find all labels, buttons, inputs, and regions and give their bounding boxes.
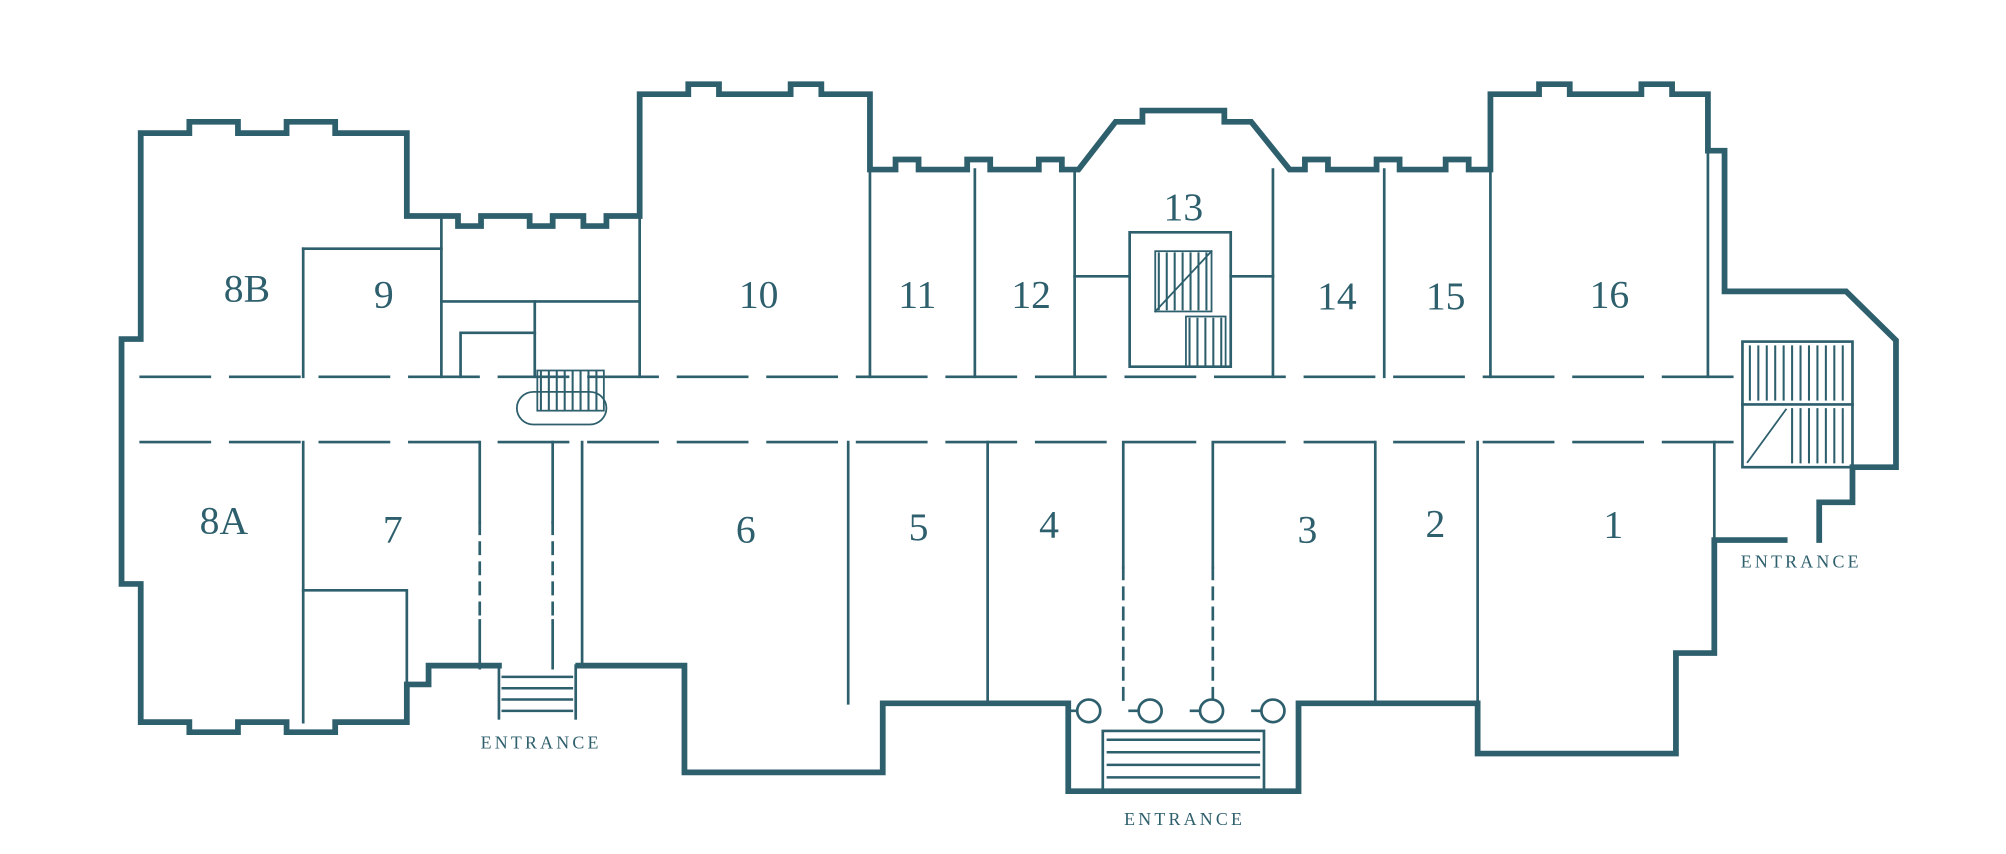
column-icon <box>1198 698 1225 724</box>
room-13-box <box>1128 231 1233 369</box>
stair-outline-lower <box>1185 315 1227 368</box>
wall-7-closet <box>301 588 409 686</box>
room-label-13: 13 <box>1164 186 1204 229</box>
staircase-east <box>1741 340 1854 469</box>
room-label-8a: 8A <box>200 500 249 543</box>
room-label-4: 4 <box>1039 504 1059 547</box>
room-label-12: 12 <box>1011 274 1051 317</box>
room-label-3: 3 <box>1298 509 1318 552</box>
entrance-label-southwest: ENTRANCE <box>481 733 602 753</box>
room-label-2: 2 <box>1426 503 1446 546</box>
stair-outline <box>1154 250 1213 313</box>
stair-outline <box>536 369 605 412</box>
room-label-7: 7 <box>383 509 403 552</box>
outer-wall <box>118 81 1899 795</box>
wall-vestibule-step <box>459 331 537 379</box>
steps-outline <box>1101 729 1266 793</box>
room-label-5: 5 <box>909 506 929 549</box>
column-icon <box>1260 698 1286 724</box>
column-icon <box>1075 698 1102 724</box>
room-label-9: 9 <box>374 274 394 317</box>
staircase-west-center <box>515 369 608 426</box>
room-label-6: 6 <box>736 509 756 552</box>
stair-curved-end <box>515 390 608 426</box>
room-label-11: 11 <box>898 274 936 317</box>
room-label-14: 14 <box>1317 275 1357 318</box>
room-label-15: 15 <box>1426 275 1466 318</box>
column-icon <box>1137 698 1163 724</box>
room-label-16: 16 <box>1590 274 1630 317</box>
entrance-label-center: ENTRANCE <box>1124 809 1245 829</box>
staircase-room-13 <box>1153 249 1227 368</box>
center-entrance-portico <box>1066 698 1300 793</box>
southwest-entrance-steps <box>497 664 578 720</box>
entrance-label-east: ENTRANCE <box>1741 552 1862 572</box>
stair-diagonal <box>1746 408 1788 464</box>
room-label-8b: 8B <box>224 268 270 311</box>
room-label-10: 10 <box>739 274 779 317</box>
stair-diagonal <box>1153 249 1213 313</box>
room-label-1: 1 <box>1603 504 1623 547</box>
